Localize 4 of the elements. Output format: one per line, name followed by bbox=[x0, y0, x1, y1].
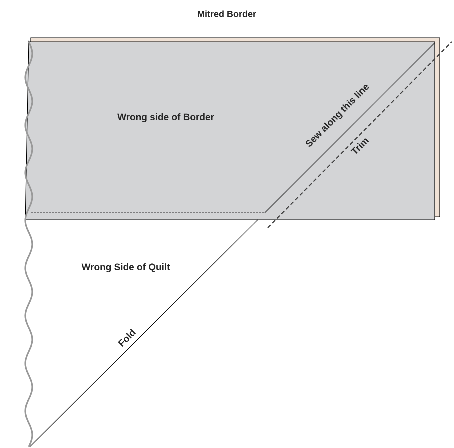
label: Wrong Side of Quilt bbox=[82, 264, 170, 272]
label: Wrong side of Border bbox=[118, 114, 214, 122]
label: Trim bbox=[350, 138, 370, 154]
title: Mitred Border bbox=[198, 10, 256, 18]
